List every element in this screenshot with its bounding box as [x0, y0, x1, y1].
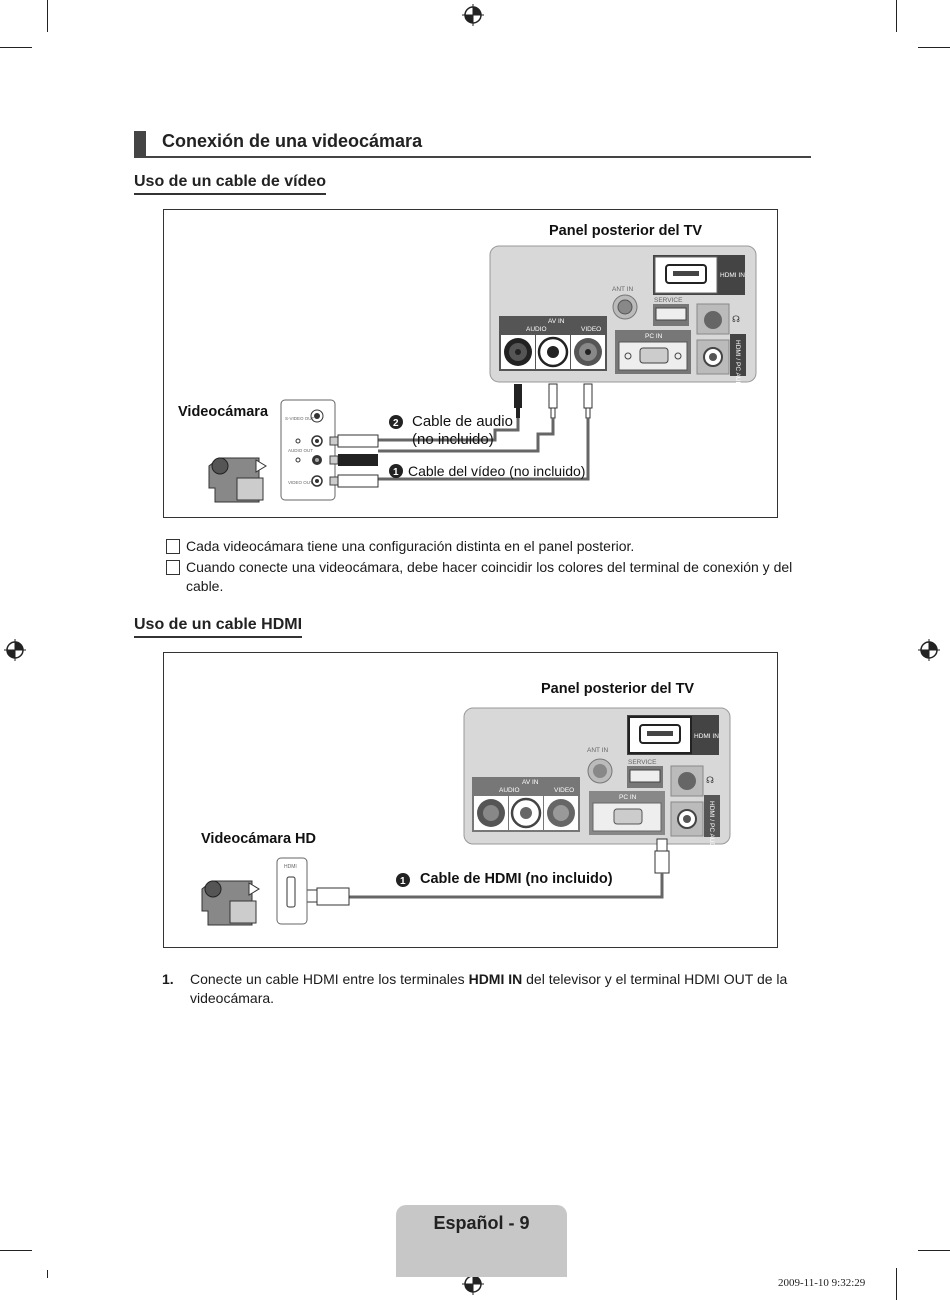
port-label-ant-in: ANT IN [612, 286, 633, 293]
camcorder-icon [201, 880, 260, 926]
step-1-number: 1 [393, 467, 399, 478]
section-title: Conexión de una videocámara [162, 131, 423, 151]
hdmi-cable-heading: Uso de un cable HDMI [134, 616, 303, 638]
video-cable-label: Cable del vídeo (no incluido) [408, 463, 586, 479]
port-label-hdmi-pc-audio-in: HDMI / PC AUDIO IN [708, 801, 715, 863]
port-label-hdmi-in: HDMI IN [720, 272, 745, 279]
port-label-pc-in: PC IN [619, 794, 637, 801]
notes-list: Cada videocámara tiene una configuración… [166, 537, 806, 598]
hdmi-cable [349, 873, 664, 899]
video-cable-heading: Uso de un cable de vídeo [134, 173, 327, 195]
port-label-av-in: AV IN [548, 318, 565, 325]
hdmi-cable-label: Cable de HDMI (no incluido) [420, 871, 613, 887]
section-marker [134, 131, 146, 157]
port-label-audio: AUDIO [499, 787, 520, 794]
av-plugs [514, 383, 593, 419]
port-label-audio: AUDIO [526, 326, 547, 333]
crop-mark [896, 1268, 897, 1300]
step-1-number: 1 [400, 876, 406, 887]
tv-panel-label: Panel posterior del TV [549, 223, 703, 239]
port-label-service: SERVICE [654, 297, 683, 304]
step-text: Conecte un cable HDMI entre los terminal… [190, 970, 802, 1008]
registration-mark-icon [4, 639, 26, 661]
camcorder-plugs [329, 434, 379, 488]
print-timestamp: 2009-11-10 9:32:29 [778, 1277, 866, 1289]
step-1-badge [389, 464, 403, 478]
hdmi-plug-tv [654, 838, 670, 874]
step-text-bold: HDMI IN [468, 971, 523, 987]
camcorder-label: Videocámara [178, 404, 269, 420]
port-label-pc-in: PC IN [645, 333, 663, 340]
note-icon [166, 560, 180, 575]
tv-rear-panel [489, 245, 757, 383]
hdmi-plug-camcorder [306, 887, 350, 906]
step-number: 1. [162, 971, 174, 987]
audio-cable [378, 418, 555, 453]
tv-rear-panel [463, 707, 731, 845]
port-label-video-out: VIDEO OUT [288, 480, 313, 485]
step-2-badge [389, 415, 403, 429]
port-label-video: VIDEO [581, 326, 601, 333]
tv-panel-label: Panel posterior del TV [541, 681, 695, 697]
hdmi-cable-diagram: HDMI IN ANT IN SERVICE AV IN AUDIO VIDEO… [163, 652, 778, 948]
port-label-service: SERVICE [628, 759, 657, 766]
note-item: Cada videocámara tiene una configuración… [166, 537, 806, 556]
step-text-part: del televisor y el terminal HDMI OUT de … [190, 971, 788, 1006]
crop-mark [47, 0, 48, 32]
crop-mark [47, 1270, 48, 1278]
crop-mark [896, 0, 897, 32]
step-2-number: 2 [393, 418, 399, 429]
step-item: 1. Conecte un cable HDMI entre los termi… [162, 970, 802, 1008]
registration-mark-icon [918, 639, 940, 661]
port-label-audio-out: AUDIO OUT [288, 448, 313, 453]
step-1-badge [396, 873, 410, 887]
camcorder-label: Videocámara HD [201, 831, 316, 847]
crop-mark [0, 47, 32, 48]
port-label-hdmi: HDMI [284, 864, 297, 870]
port-label-ant-in: ANT IN [587, 747, 608, 754]
headphone-icon: ☊ [706, 775, 714, 785]
note-item: Cuando conecte una videocámara, debe hac… [166, 558, 806, 596]
video-cable-diagram: HDMI IN ANT IN SERVICE AV IN AUDIO VIDEO… [163, 209, 778, 518]
audio-cable-label-2: (no incluido) [412, 431, 494, 448]
section-divider [134, 156, 811, 158]
step-text-part: Conecte un cable HDMI entre los terminal… [190, 971, 469, 987]
note-text: Cuando conecte una videocámara, debe hac… [186, 559, 793, 594]
port-label-s-video-out: S-VIDEO OUT [285, 416, 315, 421]
registration-mark-icon [462, 4, 484, 26]
camcorder-panel [276, 857, 308, 925]
port-label-video: VIDEO [554, 787, 574, 794]
page-number: Español - 9 [433, 1213, 530, 1233]
port-label-hdmi-in: HDMI IN [694, 733, 719, 740]
note-text: Cada videocámara tiene una configuración… [186, 538, 635, 554]
crop-mark [918, 47, 950, 48]
headphone-icon: ☊ [732, 314, 740, 324]
page-number-tab: Español - 9 [396, 1205, 567, 1277]
note-icon [166, 539, 180, 554]
camcorder-icon [208, 457, 267, 503]
video-cable [378, 418, 590, 481]
audio-cable-label-1: Cable de audio [412, 413, 513, 430]
camcorder-panel [280, 399, 336, 501]
crop-mark [918, 1250, 950, 1251]
crop-mark [0, 1250, 32, 1251]
port-label-hdmi-pc-audio-in: HDMI / PC AUDIO IN [734, 340, 741, 402]
port-label-av-in: AV IN [522, 779, 539, 786]
